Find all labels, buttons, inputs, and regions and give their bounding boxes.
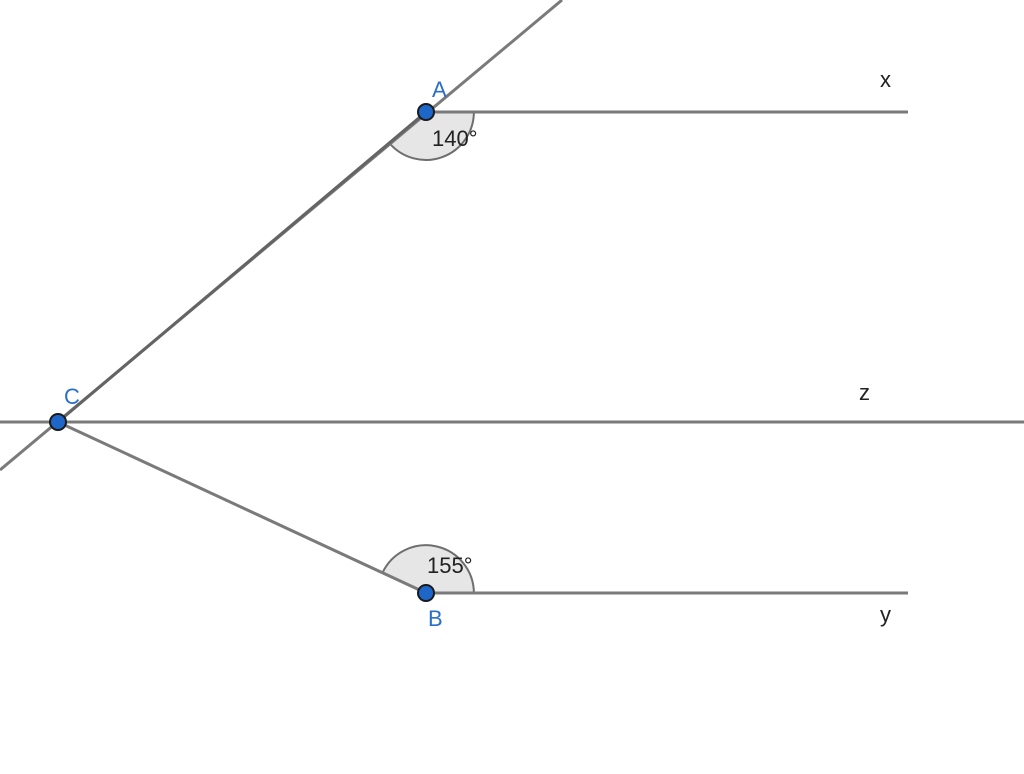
line-z-label: z (859, 380, 870, 405)
angle-sector-a (387, 111, 475, 161)
point-a[interactable] (417, 103, 435, 121)
angle-sector-b (381, 544, 475, 594)
line-y-label: y (880, 602, 891, 627)
segment-ca (57, 110, 427, 424)
angle-b-label: 155° (427, 553, 473, 578)
point-b[interactable] (417, 584, 435, 602)
angle-a-label: 140° (432, 126, 478, 151)
point-c[interactable] (49, 413, 67, 431)
point-b-label: B (428, 606, 443, 631)
point-c-label: C (64, 384, 80, 409)
line-x-label: x (880, 67, 891, 92)
point-a-label: A (432, 77, 447, 102)
segment-cb (57, 420, 427, 595)
